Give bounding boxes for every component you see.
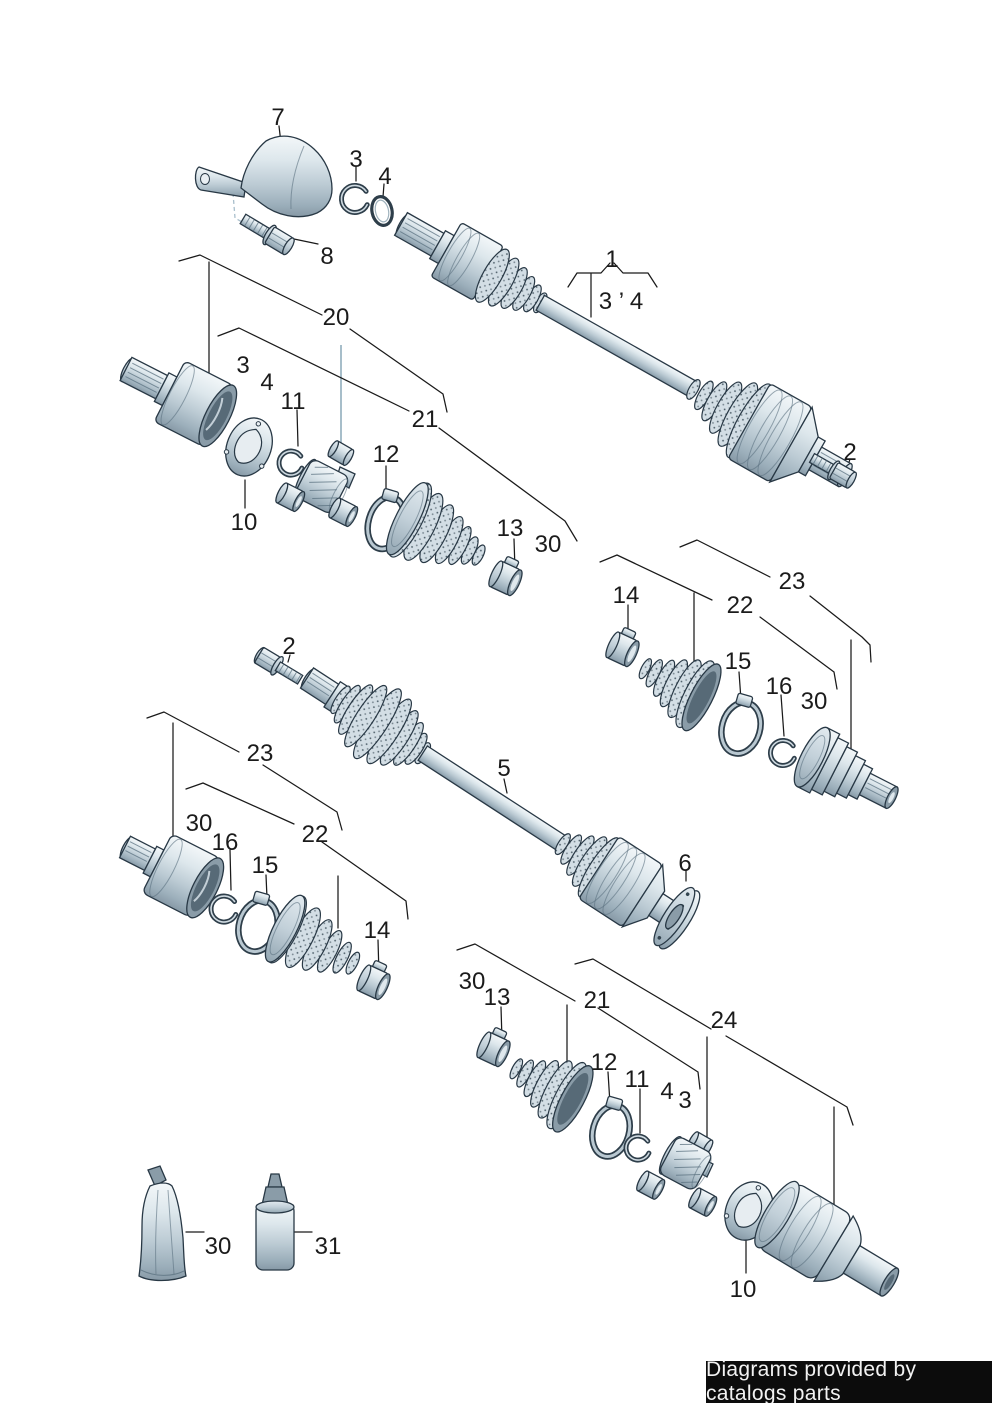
- callout-label-22: 22: [302, 821, 329, 848]
- tripod-joint: [294, 458, 349, 514]
- boot-clamp-small-13-lower: [476, 1027, 511, 1068]
- callout-label-2: 2: [282, 633, 295, 660]
- callout-label-10: 10: [730, 1276, 757, 1303]
- snap-ring-16-left: [208, 893, 239, 925]
- inner-cv-housing-stub: [119, 356, 238, 448]
- axle-bolt-2-top: [808, 452, 857, 489]
- tripod-cap: [327, 440, 355, 467]
- callout-label-31: 31: [315, 1233, 342, 1260]
- callout-label-21: 21: [584, 987, 611, 1014]
- callout-label-3: 3: [236, 352, 249, 379]
- snap-ring-11-lower: [623, 1133, 652, 1163]
- callout-label-6: 6: [678, 850, 691, 877]
- callout-label-1: 1: [605, 246, 618, 273]
- callout-label-4: 4: [260, 369, 273, 396]
- callout-label-14: 14: [364, 917, 391, 944]
- callout-label-16: 16: [212, 829, 239, 856]
- axle-bolt-2-mid: [253, 646, 304, 685]
- inner-cv-joint-lower: [754, 1180, 900, 1297]
- callout-label-15: 15: [725, 648, 752, 675]
- callout-label-30: 30: [535, 531, 562, 558]
- callout-label-15: 15: [252, 852, 279, 879]
- callout-label-30: 30: [205, 1233, 232, 1260]
- boot-clamp-large-15: [718, 692, 764, 757]
- outer-cv-joint-right: [793, 726, 899, 810]
- callout-label-2: 2: [843, 439, 856, 466]
- callout-label-23: 23: [779, 568, 806, 595]
- leader-lines: [146, 125, 872, 1274]
- callout-label-23: 23: [247, 740, 274, 767]
- callout-label-11: 11: [281, 388, 306, 415]
- grease-bottle: [255, 1173, 295, 1271]
- callout-label-13: 13: [484, 984, 511, 1011]
- tripod-joint-lower: [658, 1136, 712, 1190]
- heat-shield: [194, 135, 333, 218]
- drive-axle-assembly-5: [299, 667, 701, 950]
- tripod-bushing-lower: [636, 1170, 666, 1200]
- circlip-3: [339, 183, 370, 215]
- grease-tube: [138, 1165, 187, 1282]
- callout-label-30: 30: [459, 968, 486, 995]
- callout-label-21: 21: [412, 406, 439, 433]
- footer-bar: Diagrams provided by catalogs parts: [706, 1358, 992, 1403]
- boot-clamp-small-14-left: [356, 960, 391, 1001]
- cv-boot-outer-right: [638, 658, 722, 732]
- thrust-ring-4: [370, 195, 394, 227]
- callout-label-5: 5: [497, 755, 510, 782]
- callout-label-14: 14: [613, 582, 640, 609]
- callout-label-16: 16: [766, 673, 793, 700]
- callout-label-7: 7: [271, 104, 284, 131]
- callout-label-11: 11: [625, 1066, 650, 1093]
- cv-boot-inner-lower: [509, 1058, 594, 1133]
- callout-label-24: 24: [711, 1007, 738, 1034]
- callout-label-30: 30: [186, 810, 213, 837]
- shield-bolt: [239, 213, 295, 256]
- tripod-roller: [328, 497, 359, 528]
- snap-ring-11: [276, 448, 305, 478]
- snap-ring-16-right: [767, 738, 797, 768]
- callout-label-12: 12: [373, 441, 400, 468]
- tripod-roller-lower: [688, 1187, 718, 1217]
- cv-boot-outer-left: [264, 894, 361, 975]
- callout-label-8: 8: [320, 243, 333, 270]
- callout-label-20: 20: [323, 304, 350, 331]
- callout-label-22: 22: [727, 592, 754, 619]
- outer-cv-joint-left: [118, 835, 225, 919]
- tripod-bushing: [275, 482, 306, 513]
- boot-clamp-small-14: [605, 627, 640, 668]
- callout-label-13: 13: [497, 515, 524, 542]
- callout-label-3: 3: [678, 1087, 691, 1114]
- callout-label-10: 10: [231, 509, 258, 536]
- callout-label-30: 30: [801, 688, 828, 715]
- cv-boot-inner-left: [385, 482, 486, 566]
- callout-label-3: 3: [349, 146, 362, 173]
- callout-label-34: 3 ’ 4: [599, 288, 643, 315]
- boot-clamp-large-12-lower: [589, 1095, 633, 1160]
- drive-axle-assembly-1: [393, 211, 853, 488]
- callout-label-4: 4: [660, 1078, 673, 1105]
- footer-text: Diagrams provided by catalogs parts: [706, 1358, 917, 1403]
- callout-label-4: 4: [378, 163, 391, 190]
- boot-clamp-small-13: [488, 556, 523, 597]
- callout-label-12: 12: [591, 1049, 618, 1076]
- gasket-plate-10: [223, 417, 273, 477]
